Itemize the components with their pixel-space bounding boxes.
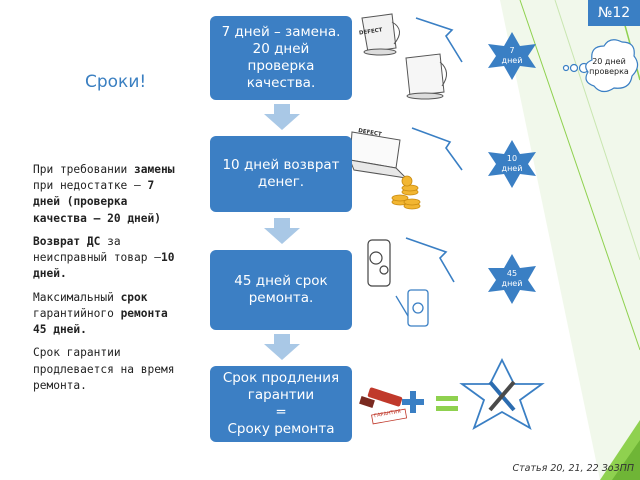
star-badge-icon (488, 32, 536, 80)
tools-star-icon (459, 357, 545, 430)
equals-icon (436, 396, 458, 411)
star-badge-icon (488, 140, 536, 188)
slide-number: №12 (588, 0, 640, 26)
source-citation: Статья 20, 21, 22 ЗоЗПП (512, 463, 634, 474)
flow-box-replacement: 7 дней – замена. 20 дней проверка качест… (210, 16, 352, 100)
flow-box-repair: 45 дней срок ремонта. (210, 250, 352, 330)
plus-icon (402, 391, 424, 413)
down-arrow-2 (264, 218, 300, 244)
kettle-icon (361, 13, 400, 56)
coins-icon (391, 175, 421, 210)
laptop-icon (349, 131, 408, 179)
phone-repair-icon (395, 289, 429, 327)
rule-replacement: При требовании замены при недостатке – 7… (33, 163, 175, 225)
down-arrow-1 (264, 104, 300, 130)
thought-cloud-icon (562, 39, 639, 93)
phone-icon (367, 239, 391, 287)
stamp-icon (359, 387, 408, 425)
slide-title: Сроки! (85, 72, 147, 92)
rules-text: При требовании замены при недостатке – 7… (33, 162, 183, 401)
rule-warranty-extension: Срок гарантии продлевается на время ремо… (33, 346, 175, 392)
kettle-icon (405, 53, 447, 100)
flow-box-refund: 10 дней возврат денег. (210, 136, 352, 212)
lightning-icon (405, 17, 463, 283)
rule-repair: Максимальный срок гарантийного ремонта 4… (33, 290, 168, 337)
star-badge-icon (488, 254, 536, 304)
flow-box-warranty: Срок продления гарантии = Сроку ремонта (210, 366, 352, 442)
down-arrow-3 (264, 334, 300, 360)
rule-refund: Возврат ДС за неисправный товар –10 дней… (33, 234, 175, 281)
